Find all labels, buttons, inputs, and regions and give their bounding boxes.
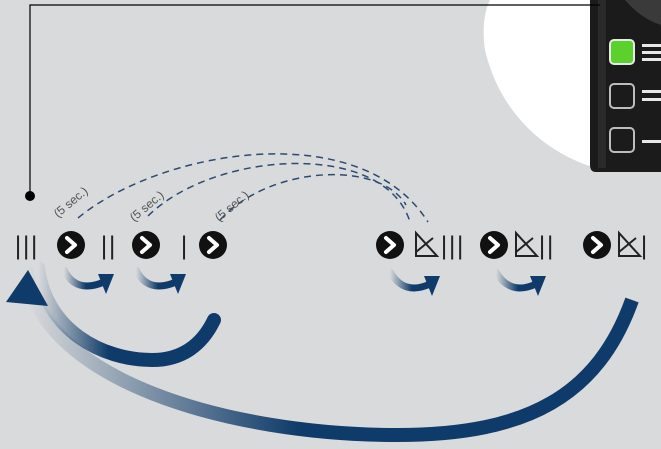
bars-level-2: || <box>100 232 116 260</box>
delay-label-2: (5 sec.) <box>127 188 167 224</box>
chevron-right-button-icon <box>376 231 404 259</box>
device-closeup <box>483 0 661 172</box>
indicator-middle <box>609 83 661 109</box>
curved-arrow-icon <box>60 266 114 294</box>
chevron-right-button-icon <box>57 231 85 259</box>
chevron-right-button-icon <box>480 231 508 259</box>
leader-line <box>25 4 600 201</box>
curved-arrow-icon <box>386 268 440 296</box>
bars-ramp-level-1: | <box>640 232 648 260</box>
chevron-right-button-icon <box>132 231 160 259</box>
bars-ramp-level-2: || <box>538 232 554 260</box>
curved-arrow-icon <box>132 266 186 294</box>
indicator-top <box>609 39 661 65</box>
return-arrow-icon <box>6 267 639 443</box>
bars-level-3: ||| <box>14 232 38 260</box>
ramp-triangle-icon <box>415 230 440 257</box>
dashed-arcs <box>77 153 429 223</box>
ramp-triangle-icon <box>515 230 540 257</box>
bars-level-1: | <box>180 232 188 260</box>
bars-ramp-level-3: ||| <box>440 232 464 260</box>
curved-arrow-icon <box>492 268 546 296</box>
delay-label-1: (5 sec.) <box>51 184 91 220</box>
delay-label-3: (5 sec.) <box>212 188 252 224</box>
chevron-right-button-icon <box>583 231 611 259</box>
return-arrow-icon <box>31 261 221 368</box>
chevron-right-button-icon <box>199 231 227 259</box>
indicator-bottom <box>609 127 661 153</box>
ramp-triangle-icon <box>618 230 643 257</box>
